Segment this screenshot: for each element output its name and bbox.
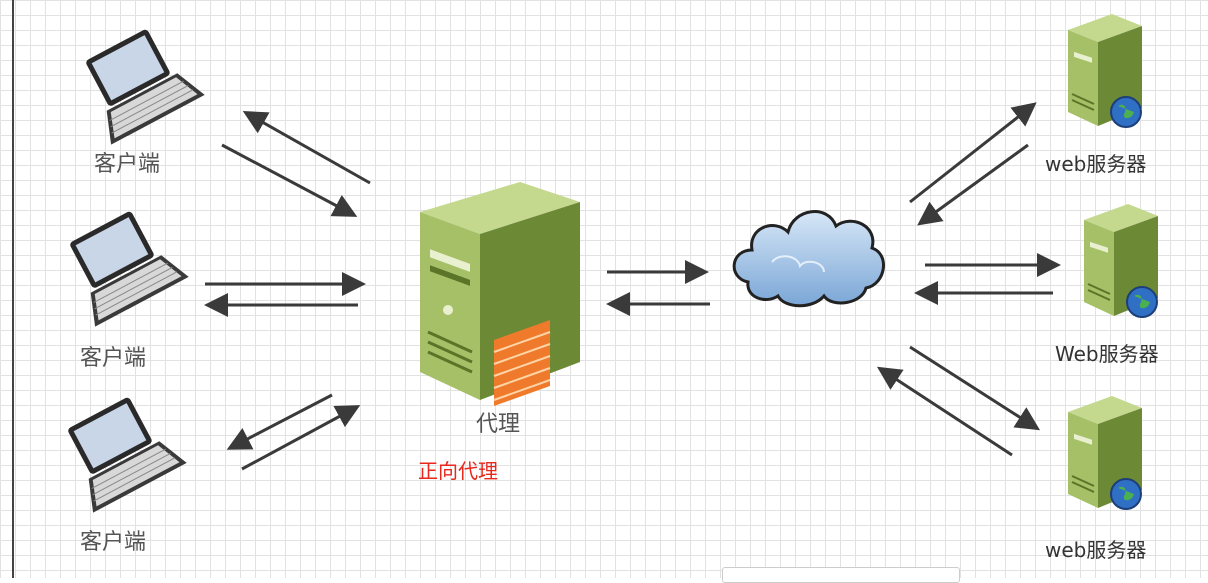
arrow-client1-to-proxy xyxy=(221,143,358,217)
arrow-cloud-to-server1 xyxy=(909,102,1037,204)
arrow-server3-to-cloud xyxy=(876,366,1013,457)
server-label-2: Web服务器 xyxy=(1055,342,1159,366)
globe-icon xyxy=(1126,286,1158,318)
web-server-icon xyxy=(1068,396,1142,510)
laptop-icon xyxy=(68,397,187,513)
firewall-icon xyxy=(493,320,551,406)
laptop-icon xyxy=(70,211,189,327)
client-label-1: 客户端 xyxy=(94,152,161,177)
globe-icon xyxy=(1110,478,1142,510)
arrow-client3-to-proxy xyxy=(241,405,361,471)
bottom-overlay-box xyxy=(722,567,960,583)
arrow-proxy-to-client1 xyxy=(242,111,371,185)
arrow-server1-to-cloud xyxy=(917,143,1029,226)
forward-proxy-caption: 正向代理 xyxy=(418,459,498,483)
proxy-server-icon xyxy=(420,182,580,406)
web-server-icon xyxy=(1084,204,1158,318)
proxy-label: 代理 xyxy=(476,412,521,437)
arrow-proxy-to-client3 xyxy=(226,393,333,450)
web-server-icon xyxy=(1068,14,1142,128)
cloud-icon xyxy=(732,210,885,308)
arrow-cloud-to-server3 xyxy=(909,345,1041,431)
client-label-2: 客户端 xyxy=(80,346,147,371)
client-label-3: 客户端 xyxy=(80,530,147,555)
left-border xyxy=(12,0,14,578)
server-label-3: web服务器 xyxy=(1045,538,1147,562)
server-label-1: web服务器 xyxy=(1045,152,1147,176)
laptop-icon xyxy=(86,29,205,145)
globe-icon xyxy=(1110,96,1142,128)
